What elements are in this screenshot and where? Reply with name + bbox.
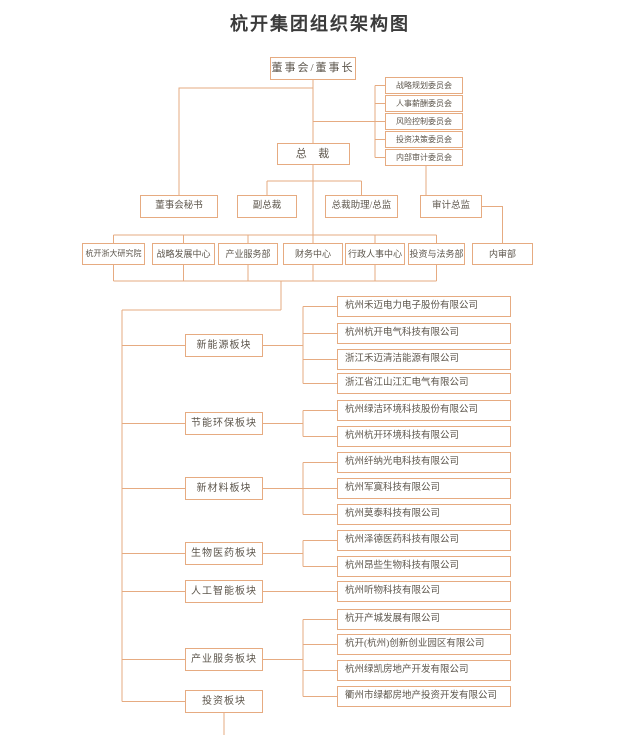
segment-box: 生物医药板块 [185,542,263,565]
department-box: 杭开浙大研究院 [82,243,145,265]
company-box: 杭开产城发展有限公司 [337,609,511,630]
committee-box: 人事薪酬委员会 [385,95,463,112]
department-box: 投资与法务部 [408,243,465,265]
audit-director-box: 审计总监 [420,195,482,218]
vice-president-box: 副总裁 [237,195,297,218]
segment-box: 产业服务板块 [185,648,263,671]
segment-box: 新能源板块 [185,334,263,357]
committee-box: 内部审计委员会 [385,149,463,166]
company-box: 杭州杭开电气科技有限公司 [337,323,511,344]
company-box: 杭州绿洁环境科技股份有限公司 [337,400,511,421]
company-box: 杭州昂些生物科技有限公司 [337,556,511,577]
segment-box: 节能环保板块 [185,412,263,435]
department-box: 财务中心 [283,243,343,265]
company-box: 杭州莫泰科技有限公司 [337,504,511,525]
company-box: 杭州泽德医药科技有限公司 [337,530,511,551]
company-box: 浙江禾迈清洁能源有限公司 [337,349,511,370]
board-secretary-box: 董事会秘书 [140,195,218,218]
segment-box: 投资板块 [185,690,263,713]
department-box: 战略发展中心 [152,243,215,265]
company-box: 杭州听物科技有限公司 [337,581,511,602]
company-box: 杭州杭开环境科技有限公司 [337,426,511,447]
company-box: 浙江省江山江汇电气有限公司 [337,373,511,394]
committee-box: 战略规划委员会 [385,77,463,94]
department-box: 产业服务部 [218,243,278,265]
company-box: 衢州市绿都房地产投资开发有限公司 [337,686,511,707]
department-box: 内审部 [472,243,533,265]
company-box: 杭州禾迈电力电子股份有限公司 [337,296,511,317]
segment-box: 人工智能板块 [185,580,263,603]
company-box: 杭州纤纳光电科技有限公司 [337,452,511,473]
committee-box: 风险控制委员会 [385,113,463,130]
president-box: 总 裁 [277,143,350,165]
committee-box: 投资决策委员会 [385,131,463,148]
department-box: 行政人事中心 [345,243,405,265]
company-box: 杭州绿凯房地产开发有限公司 [337,660,511,681]
president-assistant-box: 总裁助理/总监 [325,195,398,218]
company-box: 杭开(杭州)创新创业园区有限公司 [337,634,511,655]
board-chairman-box: 董事会/董事长 [270,57,356,80]
company-box: 杭州军寞科技有限公司 [337,478,511,499]
chart-title: 杭开集团组织架构图 [230,14,410,34]
segment-box: 新材料板块 [185,477,263,500]
